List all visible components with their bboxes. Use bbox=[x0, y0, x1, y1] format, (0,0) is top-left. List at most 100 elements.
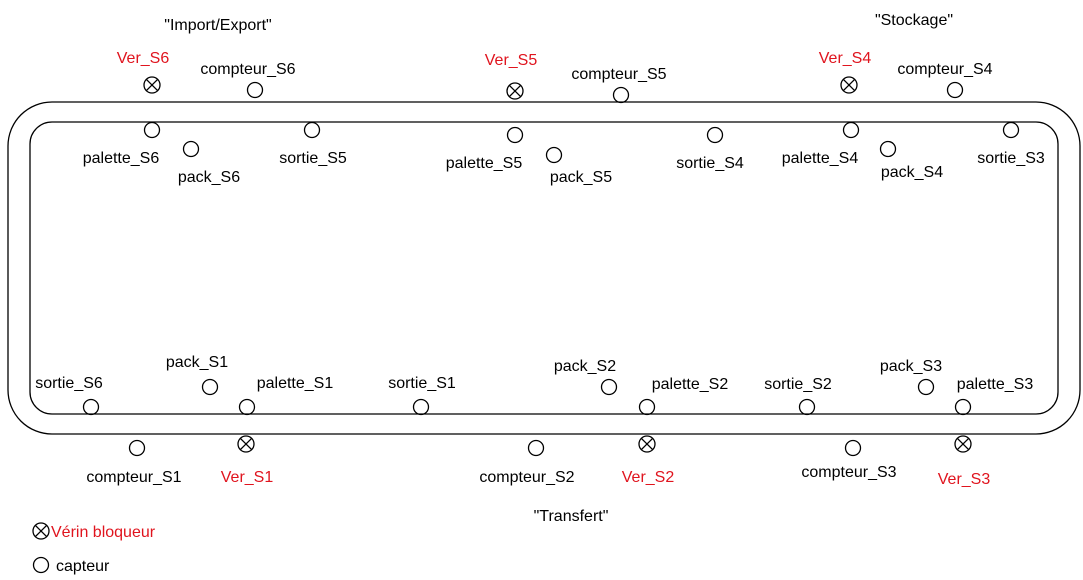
circle-icon bbox=[128, 439, 146, 457]
sensor-pack-s3: pack_S3 bbox=[880, 358, 942, 396]
circle-icon bbox=[706, 126, 724, 144]
sensor-label: sortie_S2 bbox=[764, 376, 832, 393]
sensor-pack-s5: pack_S5 bbox=[545, 146, 612, 186]
sensor-label: pack_S3 bbox=[880, 358, 942, 375]
circle-icon bbox=[246, 81, 264, 99]
circled-x-icon bbox=[954, 435, 972, 453]
circle-icon bbox=[612, 86, 630, 104]
sensor-label: compteur_S4 bbox=[897, 61, 992, 78]
sensor-label: palette_S6 bbox=[83, 150, 160, 167]
station-title-stockage: "Stockage" bbox=[875, 12, 953, 29]
legend: Vérin bloqueur capteur bbox=[32, 522, 156, 575]
sensor-label: sortie_S4 bbox=[676, 155, 744, 172]
circle-icon bbox=[506, 126, 524, 144]
station-title-transfert: "Transfert" bbox=[534, 508, 609, 525]
legend-sensor-label: capteur bbox=[56, 558, 110, 575]
circle-icon bbox=[946, 81, 964, 99]
legend-actuator: Vérin bloqueur bbox=[32, 522, 156, 541]
circled-x-icon bbox=[840, 76, 858, 94]
actuator-label: Ver_S6 bbox=[117, 50, 170, 67]
actuator-label: Ver_S5 bbox=[485, 52, 538, 69]
sensor-compteur-s4: compteur_S4 bbox=[897, 61, 993, 99]
circle-icon bbox=[879, 140, 897, 158]
sensor-label: pack_S5 bbox=[550, 169, 612, 186]
actuator-label: Ver_S1 bbox=[221, 469, 274, 486]
circle-icon bbox=[201, 378, 219, 396]
sensor-label: compteur_S5 bbox=[571, 66, 666, 83]
actuator-ver-s6: Ver_S6 bbox=[117, 50, 170, 94]
sensor-pack-s2: pack_S2 bbox=[554, 358, 618, 396]
legend-sensor: capteur bbox=[32, 556, 110, 575]
actuator-ver-s2: Ver_S2 bbox=[622, 435, 675, 486]
sensor-palette-s4: palette_S4 bbox=[782, 121, 860, 167]
actuator-ver-s1: Ver_S1 bbox=[221, 435, 274, 486]
sensor-palette-s2: palette_S2 bbox=[638, 376, 729, 416]
circle-icon bbox=[842, 121, 860, 139]
actuator-label: Ver_S4 bbox=[819, 50, 872, 67]
sensor-label: pack_S6 bbox=[178, 169, 240, 186]
sensor-palette-s5: palette_S5 bbox=[446, 126, 524, 172]
circled-x-icon bbox=[638, 435, 656, 453]
sensor-compteur-s3: compteur_S3 bbox=[801, 439, 897, 481]
circle-icon bbox=[600, 378, 618, 396]
sensor-label: palette_S2 bbox=[652, 376, 729, 393]
sensor-label: pack_S4 bbox=[881, 164, 943, 181]
sensor-sortie-s1: sortie_S1 bbox=[388, 375, 456, 416]
sensor-palette-s3: palette_S3 bbox=[954, 376, 1034, 416]
sensor-label: palette_S4 bbox=[782, 150, 859, 167]
actuator-ver-s4: Ver_S4 bbox=[819, 50, 872, 94]
station-title-import-export: "Import/Export" bbox=[164, 17, 271, 34]
circle-icon bbox=[82, 398, 100, 416]
sensor-palette-s6: palette_S6 bbox=[83, 121, 161, 167]
sensor-label: pack_S1 bbox=[166, 354, 228, 371]
circled-x-icon bbox=[143, 76, 161, 94]
sensor-label: palette_S1 bbox=[257, 375, 334, 392]
sensor-pack-s4: pack_S4 bbox=[879, 140, 943, 181]
sensor-label: compteur_S3 bbox=[801, 464, 896, 481]
circle-icon bbox=[412, 398, 430, 416]
circle-icon bbox=[527, 439, 545, 457]
actuator-label: Ver_S2 bbox=[622, 469, 675, 486]
circle-icon bbox=[545, 146, 563, 164]
actuator-ver-s3: Ver_S3 bbox=[938, 435, 991, 488]
circled-x-icon bbox=[506, 82, 524, 100]
sensor-sortie-s6: sortie_S6 bbox=[35, 375, 103, 416]
circled-x-icon bbox=[237, 435, 255, 453]
circled-x-icon bbox=[32, 522, 50, 540]
sensor-palette-s1: palette_S1 bbox=[238, 375, 334, 416]
circle-icon bbox=[238, 398, 256, 416]
sensor-label: compteur_S6 bbox=[200, 61, 295, 78]
sensor-label: palette_S3 bbox=[957, 376, 1034, 393]
sensor-compteur-s6: compteur_S6 bbox=[200, 61, 296, 99]
circle-icon bbox=[798, 398, 816, 416]
circle-icon bbox=[638, 398, 656, 416]
sensor-sortie-s4: sortie_S4 bbox=[676, 126, 744, 172]
sensor-label: sortie_S5 bbox=[279, 150, 347, 167]
circle-icon bbox=[1002, 121, 1020, 139]
circle-icon bbox=[917, 378, 935, 396]
sensor-compteur-s1: compteur_S1 bbox=[86, 439, 182, 486]
actuator-ver-s5: Ver_S5 bbox=[485, 52, 538, 100]
sensor-label: pack_S2 bbox=[554, 358, 616, 375]
circle-icon bbox=[182, 140, 200, 158]
sensor-pack-s1: pack_S1 bbox=[166, 354, 228, 396]
sensor-label: palette_S5 bbox=[446, 155, 523, 172]
conveyor-inner-track bbox=[29, 121, 1059, 415]
sensor-label: sortie_S1 bbox=[388, 375, 456, 392]
sensor-label: compteur_S1 bbox=[86, 469, 181, 486]
circle-icon bbox=[303, 121, 321, 139]
circle-icon bbox=[844, 439, 862, 457]
sensor-compteur-s5: compteur_S5 bbox=[571, 66, 667, 104]
sensor-label: sortie_S3 bbox=[977, 150, 1045, 167]
circle-icon bbox=[32, 556, 50, 574]
circle-icon bbox=[143, 121, 161, 139]
circle-icon bbox=[954, 398, 972, 416]
sensor-compteur-s2: compteur_S2 bbox=[479, 439, 575, 486]
actuator-label: Ver_S3 bbox=[938, 471, 991, 488]
sensor-pack-s6: pack_S6 bbox=[178, 140, 240, 186]
sensor-label: compteur_S2 bbox=[479, 469, 574, 486]
sensor-label: sortie_S6 bbox=[35, 375, 103, 392]
conveyor-outer-track bbox=[7, 101, 1081, 435]
